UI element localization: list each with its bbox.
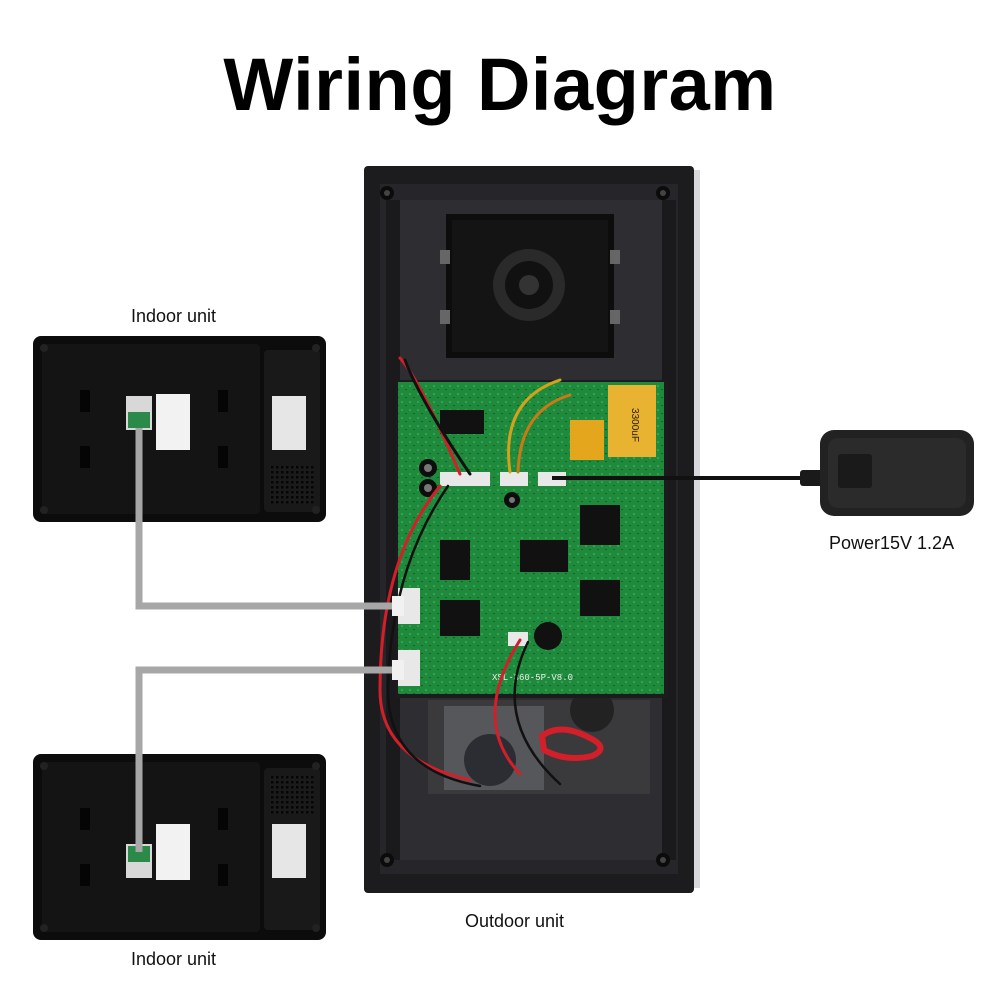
capacitor-text: 3300uF [629,408,640,442]
wire-top-monitor-to-outdoor [135,428,400,610]
indoor-unit-top-label: Indoor unit [131,306,217,326]
connection-wires [135,428,400,852]
relay [570,420,604,460]
power-adapter [552,430,974,516]
speaker-grille-bottom [270,776,314,814]
board-text: XSL-360-5P-V8.0 [492,673,573,683]
outdoor-unit-label: Outdoor unit [465,911,565,931]
capacitor [608,385,656,457]
indoor-unit-top [33,336,326,522]
buzzer [534,622,562,650]
speaker-grille-top [270,466,314,504]
housing-side-bezel [690,170,700,888]
camera-module [440,214,620,358]
internal-wires [378,356,572,788]
power-label: Power15V 1.2A [829,533,955,553]
outdoor-unit: 3300uF XSL-360-5P-V8.0 [364,166,700,893]
control-pcb: 3300uF XSL-360-5P-V8.0 [396,380,668,698]
wire-bottom-monitor-to-outdoor [135,666,400,852]
indoor-unit-bottom [33,754,326,940]
housing-screw-holes [380,186,670,867]
monitor-bottom-label-sticker [272,824,306,878]
monitor-top-label-sticker [272,396,306,450]
indoor-unit-bottom-label: Indoor unit [131,949,217,969]
diagram-title: Wiring Diagram [223,43,777,126]
